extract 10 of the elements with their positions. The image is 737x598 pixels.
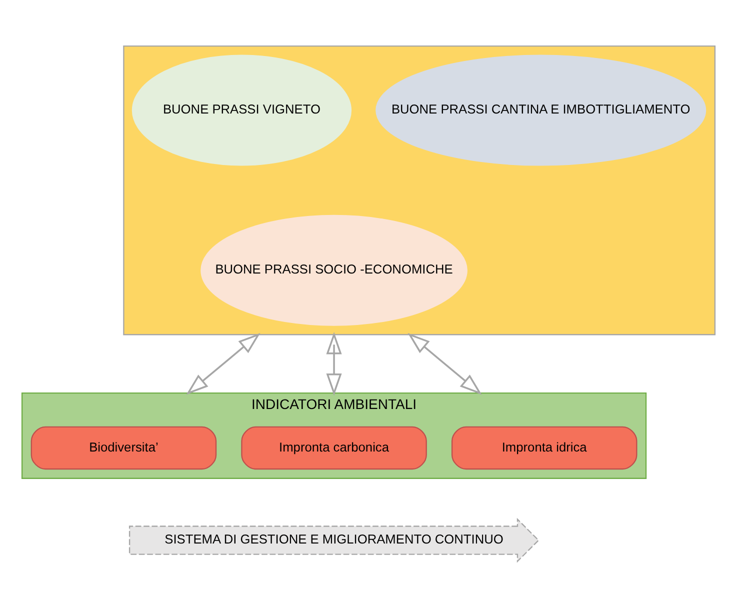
arrow xyxy=(186,332,260,395)
node-box: Impronta idrica xyxy=(451,426,638,470)
arrow xyxy=(408,332,482,395)
node-box: Biodiversita’ xyxy=(30,426,217,470)
cluster xyxy=(123,45,716,336)
node-ellipse: BUONE PRASSI CANTINA E IMBOTTIGLIAMENTO xyxy=(376,54,706,166)
arrow xyxy=(326,332,342,396)
node-ellipse: BUONE PRASSI SOCIO -ECONOMICHE xyxy=(200,214,468,326)
node-ellipse: BUONE PRASSI VIGNETO xyxy=(132,54,352,166)
node-box: Impronta carbonica xyxy=(241,426,427,470)
